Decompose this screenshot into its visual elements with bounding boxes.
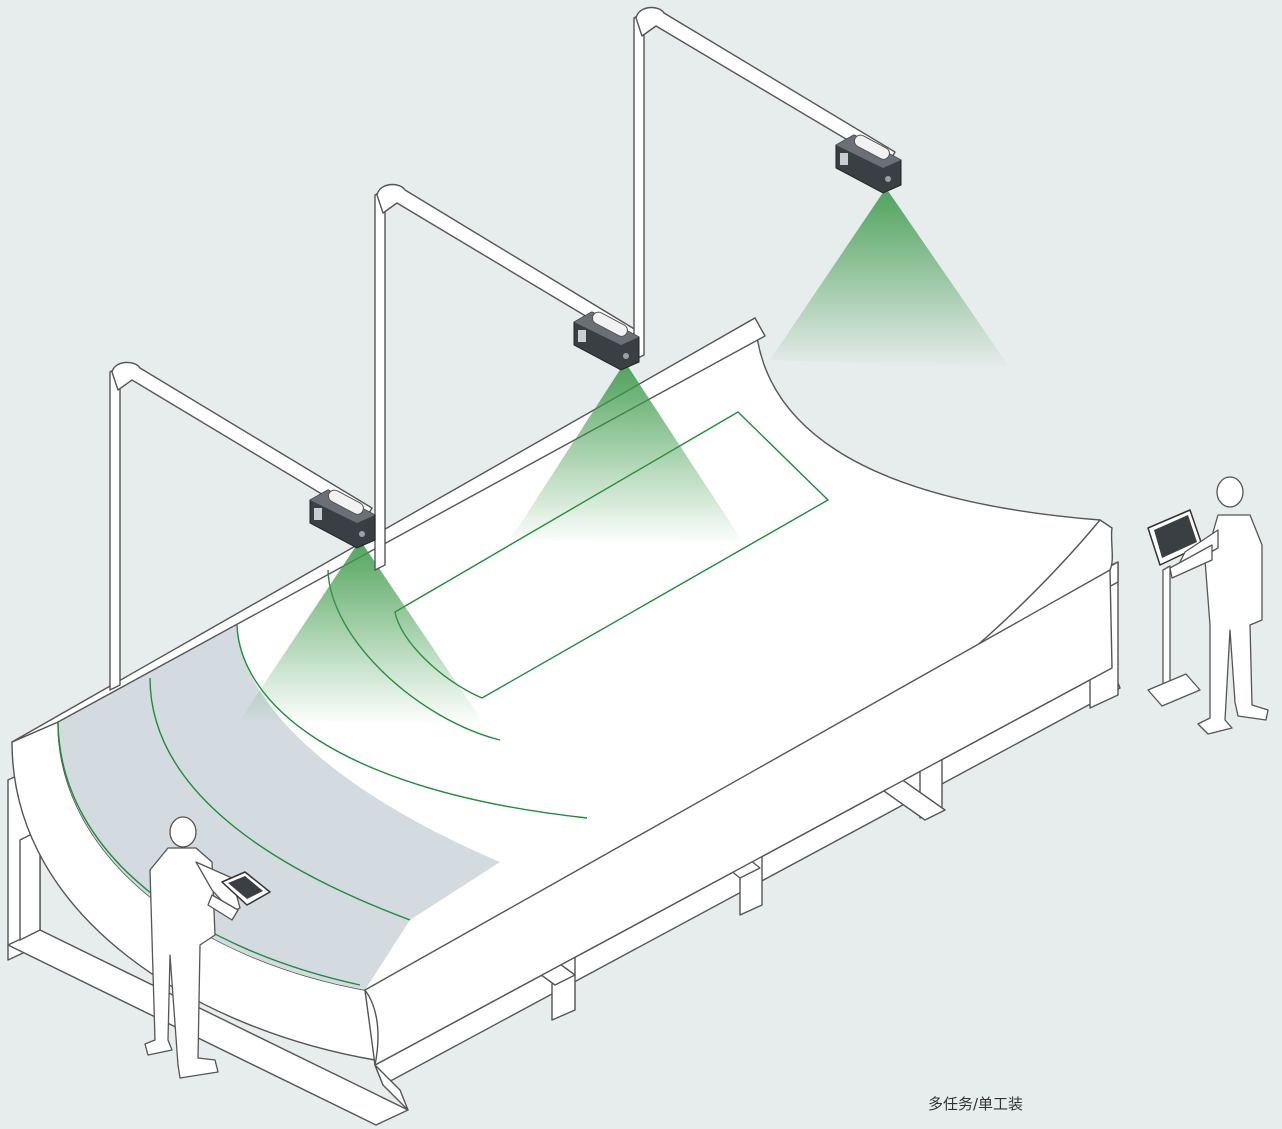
operator-with-tablet-icon	[144, 816, 271, 1079]
beam-1	[240, 540, 485, 725]
gantry-beam-2	[376, 183, 637, 343]
laser-projector-icon	[573, 311, 640, 371]
gantry-post-2	[374, 188, 386, 571]
gantry-post-3	[633, 11, 645, 361]
laser-projector-icon	[309, 489, 376, 549]
contour-ply-2	[236, 624, 588, 819]
gantry-beam-1	[111, 361, 373, 521]
curved-tool-trough	[11, 317, 1114, 1066]
gantry-arms	[109, 6, 896, 691]
diagram-caption: 多任务/单工装	[928, 1095, 1024, 1113]
beam-2	[510, 362, 745, 545]
beam-3	[770, 188, 1010, 368]
operator-at-kiosk-icon	[1147, 476, 1269, 735]
laser-projector-icon	[835, 134, 902, 194]
gantry-post-1	[109, 365, 121, 691]
contour-edge	[57, 721, 361, 986]
gantry-beam-3	[635, 6, 896, 165]
contour-ply-1	[149, 677, 411, 921]
projection-beams	[240, 188, 1010, 725]
